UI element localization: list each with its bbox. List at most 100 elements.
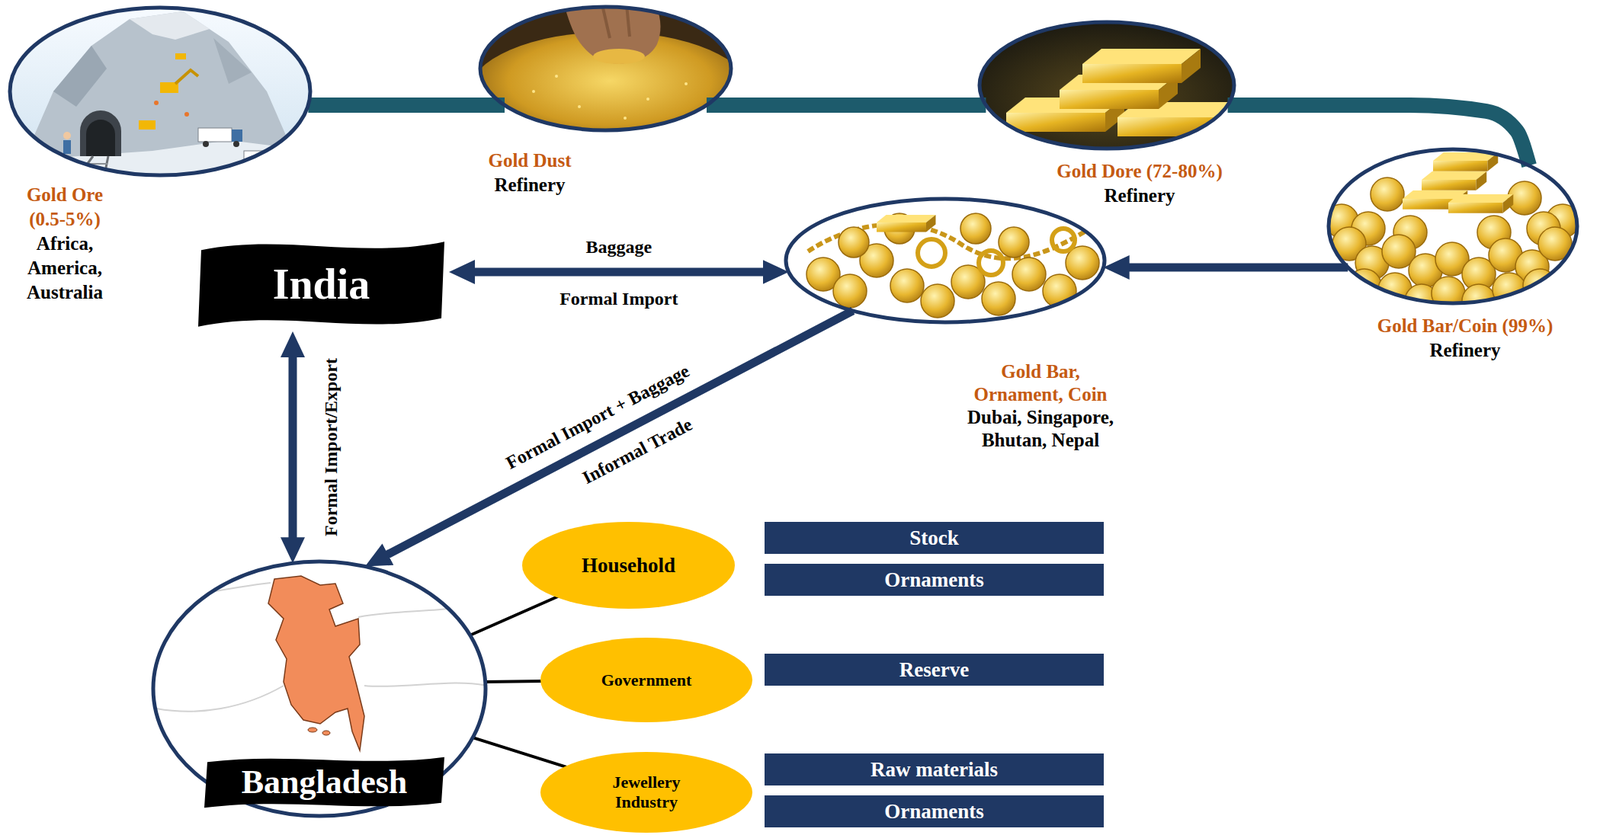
illustration-part (278, 163, 286, 170)
text-holder: Household (522, 522, 735, 610)
caption-heading: Gold Dust (453, 148, 607, 174)
holder-ellipse: Household (522, 522, 735, 610)
illustration-part (248, 163, 255, 170)
illustration-part (684, 82, 688, 86)
node-label: Ornaments (884, 799, 985, 825)
use-box: Raw materials (764, 753, 1104, 786)
use-bar (764, 522, 1104, 555)
illustration-part (1051, 228, 1075, 252)
text-holder: India (193, 237, 449, 332)
illustration-part (322, 731, 331, 736)
country-ellipse: Bangladesh (150, 559, 488, 819)
ellipse-outline (1328, 149, 1578, 304)
role-ellipse (540, 752, 753, 834)
illustration-part (277, 152, 289, 165)
node-label: India (272, 259, 371, 309)
use-box: Ornaments (764, 795, 1104, 828)
flow-arrow (464, 268, 774, 277)
illustration-part (564, 4, 661, 65)
illustration-part (890, 269, 924, 303)
caption-heading: Gold Bar, Ornament, Coin (964, 360, 1117, 407)
illustration-part (175, 53, 186, 60)
flow-line (472, 737, 568, 768)
illustration-part (917, 239, 946, 267)
use-box: Reserve (764, 654, 1104, 687)
illustration-part (806, 213, 1100, 318)
illustration-part (532, 89, 536, 93)
ellipse-outline (9, 7, 311, 176)
caption-body: Dubai, Singapore, Bhutan, Nepal (949, 406, 1132, 453)
flow-note: Informal Trade (576, 412, 699, 491)
illustration-part (838, 227, 869, 258)
illustration-part (307, 727, 318, 733)
illustration-part (577, 105, 581, 109)
ring-outline (477, 4, 734, 133)
flow-line (706, 97, 986, 113)
caption-body: Africa, America, Australia (7, 231, 122, 305)
use-box: Ornaments (764, 564, 1104, 597)
illustration-part (1324, 177, 1580, 318)
ring-outline (783, 196, 1107, 325)
gold-dore-picture (977, 19, 1237, 151)
node-label: Ornaments (884, 567, 985, 593)
illustration-part (213, 38, 252, 84)
illustration-part (593, 48, 645, 65)
illustration-part (1370, 177, 1405, 212)
illustration-part (233, 141, 240, 148)
illustration-part (1082, 48, 1201, 84)
ring-outline (977, 19, 1237, 151)
illustration-part (783, 196, 1107, 325)
illustration-part (920, 284, 955, 318)
illustration-part (38, 151, 46, 166)
illustration-part (646, 97, 650, 101)
gold-coins-picture (1324, 147, 1580, 318)
caption-heading: Gold Dore (72-80%) (1032, 159, 1247, 184)
illustration-part (198, 128, 232, 142)
text-holder: Raw materials (764, 753, 1104, 786)
ellipse-outline (979, 22, 1235, 149)
mining-picture (7, 5, 313, 180)
illustration-part (1012, 257, 1046, 292)
illustration-part (202, 141, 209, 148)
illustration-part (80, 110, 122, 157)
flow-line (470, 596, 560, 636)
bangladesh-map (150, 559, 488, 819)
caption-body: Refinery (1032, 183, 1247, 209)
ring-outline (7, 5, 313, 178)
flow-arrow (1119, 263, 1349, 273)
name-banner (204, 757, 445, 809)
edge-label: Formal Import/Export (320, 355, 342, 540)
illustration-part (1433, 152, 1498, 172)
illustration-part (268, 576, 365, 751)
illustration-part (554, 74, 558, 78)
flow-line (307, 97, 505, 113)
country-banner: India (193, 237, 449, 332)
hub-ellipse: Gold Bar, Ornament, CoinDubai, Singapore… (783, 196, 1107, 325)
use-bar (764, 753, 1104, 786)
node-label: Stock (909, 525, 959, 551)
node-label: Raw materials (870, 757, 998, 783)
ring-outline (1326, 147, 1580, 306)
caption-block: Gold Bar/Coin (99%)Refinery (1350, 314, 1580, 363)
illustration-part (876, 214, 937, 233)
illustration-part (1421, 171, 1487, 191)
caption-block: Gold DustRefinery (453, 148, 607, 198)
use-box: Stock (764, 522, 1104, 555)
text-holder: Jewellery Industry (540, 752, 753, 834)
use-bar (764, 795, 1104, 828)
node-label: Jewellery Industry (589, 772, 704, 813)
illustration-part (63, 140, 71, 154)
jewellery-picture (783, 196, 1107, 325)
caption-block: Gold Dore (72-80%)Refinery (1032, 159, 1247, 209)
illustration-part (184, 112, 190, 117)
edge-label: Baggage (582, 236, 655, 258)
role-ellipse (540, 638, 753, 723)
illustration-part (998, 227, 1030, 258)
illustration-part (833, 274, 867, 308)
illustration-part (808, 224, 1091, 260)
caption-heading: Gold Ore (0.5-5%) (7, 182, 122, 232)
gold-dust-picture (468, 4, 751, 154)
